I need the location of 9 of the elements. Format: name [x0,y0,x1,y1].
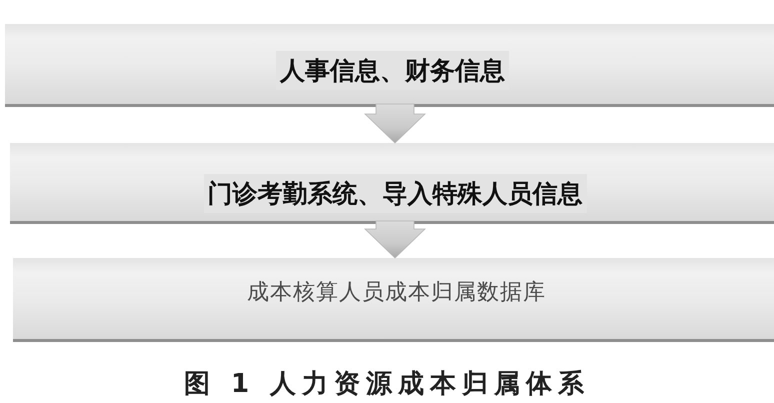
down-arrow [364,220,426,259]
process-box [13,258,774,342]
step-label: 门诊考勤系统、导入特殊人员信息 [204,174,586,212]
step-label: 成本核算人员成本归属数据库 [247,278,546,306]
process-box [5,24,774,107]
process-box [10,143,774,224]
step-label: 人事信息、财务信息 [276,51,509,90]
figure-caption: 图 1 人力资源成本归属体系 [182,368,592,401]
down-arrow [364,104,426,144]
